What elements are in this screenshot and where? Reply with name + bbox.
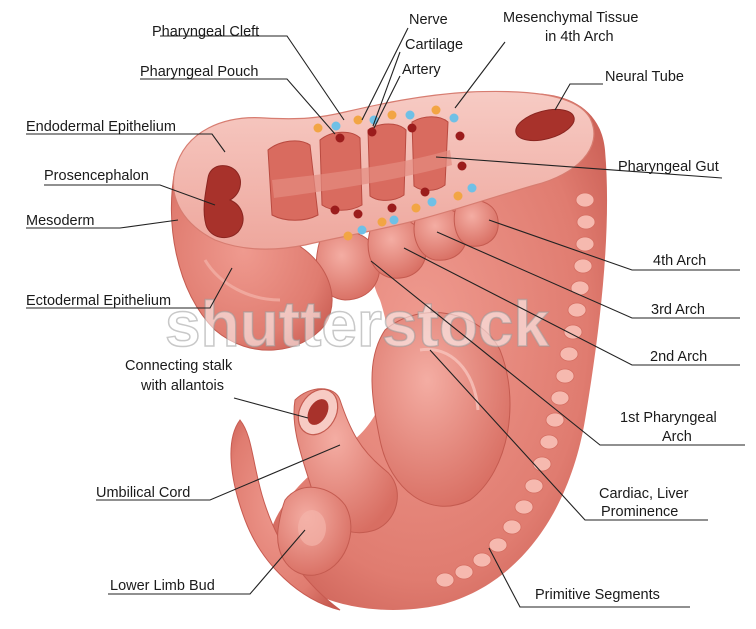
label-prosencephalon: Prosencephalon <box>44 168 149 184</box>
label-primitive-segments: Primitive Segments <box>535 587 660 603</box>
label-artery: Artery <box>402 62 441 78</box>
label-fourth-arch: 4th Arch <box>653 253 706 269</box>
label-nerve: Nerve <box>409 12 448 28</box>
label-mesenchymal-tissue-line1: Mesenchymal Tissue <box>503 10 638 26</box>
label-mesenchymal-tissue-line2: in 4th Arch <box>545 29 614 45</box>
label-umbilical-cord: Umbilical Cord <box>96 485 190 501</box>
label-cardiac-liver-line1: Cardiac, Liver <box>599 486 689 502</box>
label-endodermal-epithelium: Endodermal Epithelium <box>26 119 176 135</box>
label-cardiac-liver-line2: Prominence <box>601 504 678 520</box>
label-second-arch: 2nd Arch <box>650 349 707 365</box>
label-cartilage: Cartilage <box>405 37 463 53</box>
label-first-pharyngeal-arch-line1: 1st Pharyngeal <box>620 410 717 426</box>
watermark-text: shutterstock <box>165 288 550 360</box>
label-connecting-stalk-line2: with allantois <box>140 378 224 394</box>
label-connecting-stalk-line1: Connecting stalk <box>125 358 233 374</box>
label-pharyngeal-pouch: Pharyngeal Pouch <box>140 64 259 80</box>
label-first-pharyngeal-arch-line2: Arch <box>662 429 692 445</box>
label-ectodermal-epithelium: Ectodermal Epithelium <box>26 293 171 309</box>
label-neural-tube: Neural Tube <box>605 69 684 85</box>
label-lower-limb-bud: Lower Limb Bud <box>110 578 215 594</box>
label-pharyngeal-cleft: Pharyngeal Cleft <box>152 24 259 40</box>
label-mesoderm: Mesoderm <box>26 213 95 229</box>
label-pharyngeal-gut: Pharyngeal Gut <box>618 159 719 175</box>
label-third-arch: 3rd Arch <box>651 302 705 318</box>
